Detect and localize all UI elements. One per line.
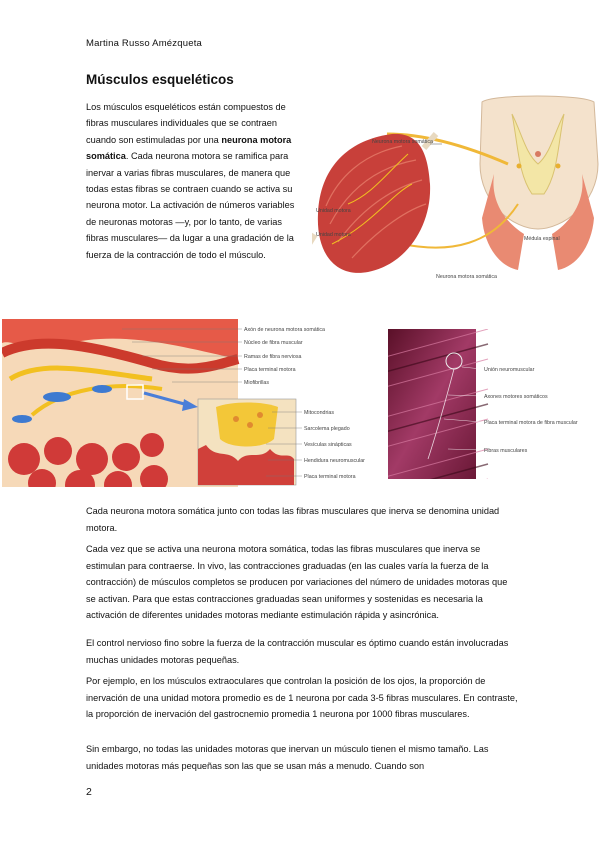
skeletal-muscle-drawing — [312, 132, 439, 273]
nmj-inset-cleft: Hendidura neuromuscular — [304, 458, 365, 464]
nmj-inset-mitochondria: Mitocondrias — [304, 410, 334, 416]
neuromuscular-junction-illustration: Axón de neurona motora somática Núcleo d… — [2, 319, 365, 487]
nmj-inset-endplate: Placa terminal motora — [304, 474, 356, 480]
intro-bold-term: neurona motora somática — [86, 134, 292, 162]
section-title: Músculos esqueléticos — [86, 72, 234, 87]
page-number: 2 — [86, 786, 92, 798]
nmj-label-endplate: Placa terminal motora — [244, 367, 296, 373]
spinal-cord-drawing — [479, 95, 599, 270]
micro-label-fibers: Fibras musculares — [484, 448, 528, 454]
paragraph-4: Por ejemplo, en los músculos extraocular… — [86, 676, 518, 720]
paragraph-1: Cada neurona motora somática junto con t… — [86, 506, 500, 533]
myofibril-circles — [8, 433, 168, 487]
paragraph-5: Sin embargo, no todas las unidades motor… — [86, 744, 489, 771]
nmj-inset-vesicles: Vesículas sinápticas — [304, 442, 352, 448]
motor-unit-figure: Neurona motora somática Unidad motora Un… — [312, 94, 599, 290]
nmj-label-nucleus: Núcleo de fibra muscular — [244, 340, 303, 346]
label-bottom-neuron: Neurona motora somática — [436, 274, 497, 280]
nmj-label-axon: Axón de neurona motora somática — [244, 327, 325, 333]
micrograph-figure: Unión neuromuscular Axones motores somát… — [388, 329, 596, 479]
intro-text-end: . Cada neurona motora se ramifica para i… — [86, 151, 295, 260]
micrograph-illustration: Unión neuromuscular Axones motores somát… — [388, 329, 578, 479]
author-name: Martina Russo Amézqueta — [86, 38, 203, 49]
intro-text-start: Los músculos esqueléticos están compuest… — [86, 102, 286, 145]
motor-unit-illustration: Neurona motora somática Unidad motora Un… — [312, 95, 599, 280]
label-motor-unit-2: Unidad motora — [316, 232, 351, 238]
neuromuscular-junction-figure: Axón de neurona motora somática Núcleo d… — [2, 319, 386, 487]
paragraph-2: Cada vez que se activa una neurona motor… — [86, 544, 508, 621]
micro-label-junction: Unión neuromuscular — [484, 367, 535, 373]
micro-label-axons: Axones motores somáticos — [484, 394, 548, 400]
nmj-inset-sarcolemma: Sarcolema plegado — [304, 426, 350, 432]
label-motor-unit-1: Unidad motora — [316, 208, 351, 214]
nmj-label-myofibrils: Miofibrillas — [244, 380, 269, 386]
paragraph-3: El control nervioso fino sobre la fuerza… — [86, 638, 509, 665]
intro-paragraph: Los músculos esqueléticos están compuest… — [86, 99, 302, 263]
inset-detail — [197, 398, 297, 486]
label-top-neuron: Neurona motora somática — [372, 139, 433, 145]
micro-label-endplate: Placa terminal motora de fibra muscular — [484, 420, 578, 426]
nmj-label-branches: Ramas de fibra nerviosa — [244, 354, 301, 360]
label-spinal-cord: Médula espinal — [524, 236, 560, 242]
